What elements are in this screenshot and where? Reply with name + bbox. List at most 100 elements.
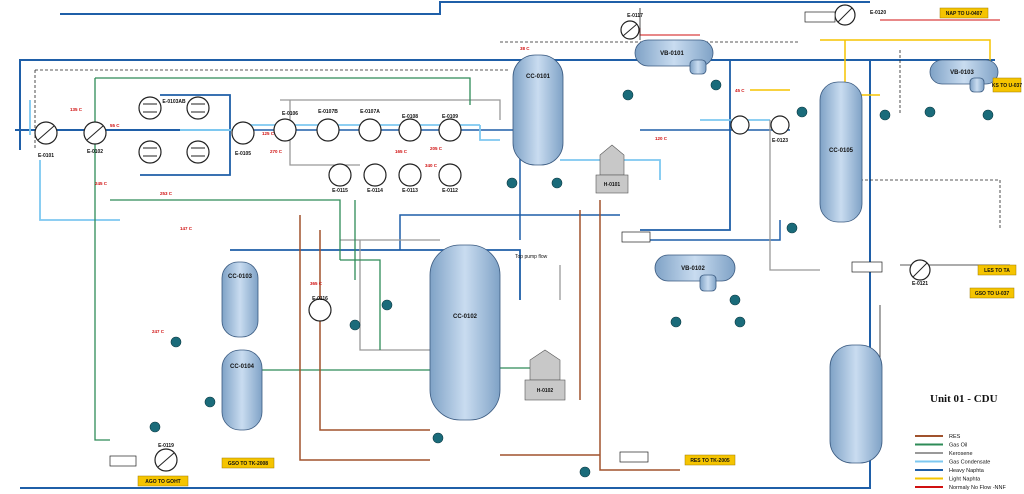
heater-h0101: H-0101 [595,144,629,194]
exchanger-e0108: E-0108 [398,114,422,142]
svg-text:205 C: 205 C [430,146,443,151]
svg-text:GSO TO U-037: GSO TO U-037 [975,291,1010,297]
svg-text:CC-0102: CC-0102 [453,314,478,320]
svg-text:E-0108: E-0108 [402,114,418,120]
exchanger-e0114: E-0114 [363,163,387,194]
svg-text:H-0101: H-0101 [604,182,621,188]
pump [670,316,682,328]
air-coolers [109,11,883,467]
pump [579,466,591,478]
exchanger-e0119: E-0119 [154,443,178,472]
stream-ago-to-gohy: AGO TO GOHT [137,475,189,487]
svg-text:E-0112: E-0112 [442,188,458,194]
pump [924,106,936,118]
svg-text:247 C: 247 C [152,329,165,334]
exchanger-e0107b: E-0107B [316,109,340,142]
svg-text:E-0115: E-0115 [332,188,348,194]
legend-item: RES [915,434,961,440]
svg-text:E-0107B: E-0107B [318,109,338,115]
legend-item: Kerosene [915,451,973,457]
svg-text:120 C: 120 C [655,136,668,141]
svg-text:VB-0102: VB-0102 [681,266,705,272]
svg-text:RES TO TK-2005: RES TO TK-2005 [690,458,730,464]
vessel-cc0105: CC-0105 [819,81,863,223]
pump [729,294,741,306]
svg-text:E-0123: E-0123 [772,138,788,144]
exchanger-e0103a: E-0103AB [138,96,210,164]
svg-text:LES TO TA: LES TO TA [984,268,1010,274]
pump [506,177,518,189]
exchanger-e0106: E-0106 [273,111,298,142]
legend-item: Gas Condensate [915,460,990,466]
legend-label: Kerosene [949,451,973,457]
stream-ks-to-u037: KS TO U-037 [992,77,1022,93]
svg-text:340 C: 340 C [425,163,438,168]
svg-text:E-0120: E-0120 [870,10,886,16]
temperature-labels: 135 C 245 C 55 C 38 C 125 C 270 C 165 C … [70,46,745,334]
legend-item: Normaly No Flow -NNF [915,485,1006,491]
svg-text:CC-0104: CC-0104 [230,364,255,370]
svg-text:E-0107A: E-0107A [360,109,380,115]
svg-text:E-0113: E-0113 [402,188,418,194]
exchanger-e0117: E-0117 [620,13,643,40]
exchanger-e0123: E-0123 [730,115,790,144]
product-labels: NAP TO U-0407 LES TO TA GSO TO U-037 KS … [137,7,1022,487]
svg-text:135 C: 135 C [70,107,83,112]
pumps [149,79,994,478]
svg-text:AGO TO GOHT: AGO TO GOHT [145,479,180,485]
svg-text:55 C: 55 C [110,123,120,128]
pump [622,89,634,101]
svg-text:E-0102: E-0102 [87,149,103,155]
pump [349,319,361,331]
stream-gso-to-tk: GSO TO TK-2008 [221,457,275,469]
exchanger-e0116: E-0116 [308,296,332,322]
stream-res-to-tk: RES TO TK-2005 [684,454,736,466]
vessel-cc0103: CC-0103 [221,261,259,338]
vessel-cc0101: CC-0101 [512,54,564,166]
svg-text:E-0119: E-0119 [158,443,174,449]
svg-text:E-0116: E-0116 [312,296,328,302]
diagram-title: Unit 01 - CDU [930,393,998,405]
svg-text:CC-0105: CC-0105 [829,148,854,154]
exchanger-e0112: E-0112 [438,163,462,194]
svg-text:VB-0101: VB-0101 [660,51,684,57]
svg-text:CC-0103: CC-0103 [228,274,253,280]
svg-text:E-0103AB: E-0103AB [162,99,186,105]
svg-text:38 C: 38 C [520,46,530,51]
svg-text:E-0106: E-0106 [282,111,298,117]
pump [982,109,994,121]
stream-les-to-ta: LES TO TA [977,264,1017,276]
svg-text:45 C: 45 C [735,88,745,93]
pump [786,222,798,234]
legend-item: Light Naphta [915,477,981,483]
svg-text:E-0109: E-0109 [442,114,458,120]
legend-label: Heavy Naphta [949,468,985,474]
pump [432,432,444,444]
legend-label: Gas Oil [949,443,967,449]
svg-text:E-0121: E-0121 [912,281,928,287]
svg-text:165 C: 165 C [395,149,408,154]
legend-item: Heavy Naphta [915,468,985,474]
vessel-extra [829,344,883,464]
pump [149,421,161,433]
svg-text:270 C: 270 C [270,149,283,154]
legend-label: Light Naphta [949,477,981,483]
svg-text:E-0114: E-0114 [367,188,383,194]
pump [734,316,746,328]
svg-text:E-0101: E-0101 [38,153,54,159]
exchanger-e0102: E-0102 [83,121,107,155]
exchanger-e0109: E-0109 [438,114,462,142]
pump [710,79,722,91]
vessel-cc0104: CC-0104 [221,349,263,431]
svg-text:Top pump flow: Top pump flow [515,254,548,260]
svg-text:147 C: 147 C [180,226,193,231]
svg-text:CC-0101: CC-0101 [526,74,551,80]
vessel-cc0102: CC-0102 [429,244,501,421]
heater-h0102: H-0102 [524,349,566,401]
svg-text:253 C: 253 C [160,191,173,196]
exchanger-e0105: E-0105 [231,121,255,157]
svg-text:GSO TO TK-2008: GSO TO TK-2008 [228,461,268,467]
vessel-vb0101: VB-0101 [634,39,714,75]
